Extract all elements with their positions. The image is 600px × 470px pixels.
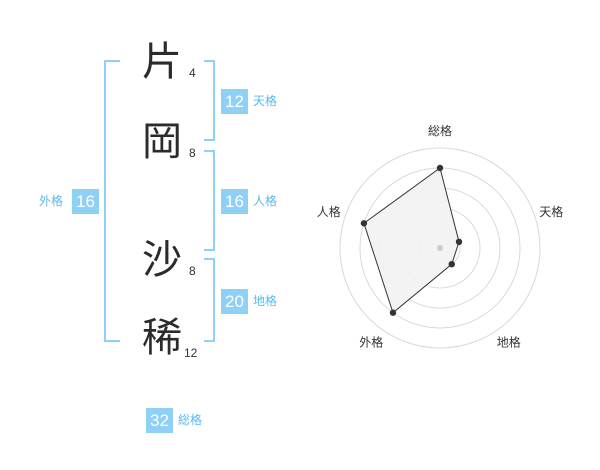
jinkaku-bracket	[204, 150, 215, 251]
gaikaku-bracket	[104, 60, 120, 342]
name-char-1: 片	[142, 39, 182, 85]
radar-data-point	[448, 260, 455, 268]
radar-axis-label: 総格	[428, 123, 452, 138]
chikaku-value: 20	[221, 289, 248, 314]
soukaku-value: 32	[146, 408, 173, 433]
jinkaku-value: 16	[221, 189, 248, 214]
stroke-count-1: 4	[189, 66, 196, 80]
name-char-3: 沙	[142, 237, 182, 283]
radar-axis-label: 外格	[359, 335, 383, 350]
radar-data-point	[455, 238, 463, 246]
chikaku-label: 地格	[253, 294, 278, 308]
radar-data-point	[436, 164, 444, 172]
radar-data-point	[389, 309, 397, 316]
radar-data-point	[360, 220, 368, 227]
gaikaku-value: 16	[72, 189, 99, 214]
radar-axis-label: 人格	[317, 204, 341, 219]
gaikaku-label: 外格	[39, 194, 64, 208]
radar-axis-label: 天格	[539, 204, 563, 219]
tenkaku-value: 12	[221, 89, 248, 114]
name-char-2: 岡	[142, 119, 182, 165]
radar-grid-ring	[339, 147, 541, 349]
jinkaku-label: 人格	[253, 194, 278, 208]
stroke-count-2: 8	[189, 146, 196, 160]
stroke-count-3: 8	[189, 264, 196, 278]
radar-series-area	[363, 167, 460, 314]
tenkaku-label: 天格	[253, 94, 278, 108]
stroke-count-4: 12	[184, 346, 198, 360]
chikaku-bracket	[204, 258, 215, 342]
radar-axis-label: 地格	[497, 335, 521, 350]
name-char-4: 稀	[142, 315, 182, 361]
tenkaku-bracket	[204, 60, 215, 141]
soukaku-label: 総格	[178, 413, 203, 427]
radar-center-dot	[437, 245, 443, 251]
